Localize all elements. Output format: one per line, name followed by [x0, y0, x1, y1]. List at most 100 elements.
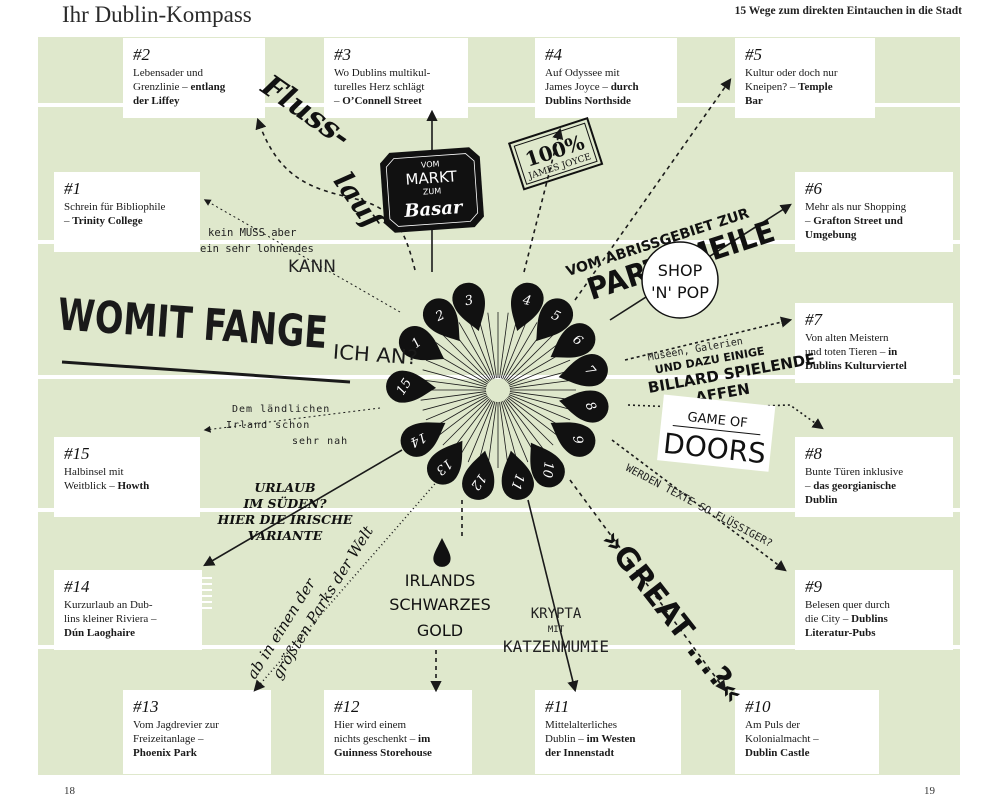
card-number: #10	[745, 697, 771, 716]
pin-label: 9	[569, 434, 585, 445]
krypta-line-1: KRYPTA	[531, 606, 582, 622]
sign-line-1: VOM	[421, 159, 440, 169]
pin-11[interactable]: 11	[495, 447, 537, 503]
ray-line	[509, 379, 576, 389]
card-number: #2	[133, 45, 150, 64]
pin-9[interactable]: 9	[542, 409, 601, 463]
ray-line	[435, 396, 489, 438]
arrow-9	[611, 439, 787, 572]
pin-10[interactable]: 10	[517, 434, 571, 493]
badge-shop-n-pop: SHOP 'N' POP	[641, 241, 719, 319]
ray-line	[506, 398, 554, 446]
ray-line	[499, 401, 509, 468]
ray-line	[420, 391, 487, 401]
card-number: #8	[805, 444, 822, 463]
krypta-line-3: KATZENMUMIE	[503, 637, 609, 656]
arrow-12	[436, 500, 463, 690]
card-number: #12	[334, 697, 360, 716]
headline-underline	[61, 360, 351, 384]
pin-15[interactable]: 15	[386, 370, 437, 404]
ray-line	[422, 392, 487, 411]
sign-line-4: Basar	[403, 197, 465, 222]
ray-line	[508, 394, 571, 421]
card-number: #4	[545, 45, 562, 64]
ray-line	[442, 334, 490, 382]
label-muss-3: KANN	[288, 257, 336, 277]
ray-line	[507, 342, 561, 384]
ray-line	[487, 401, 497, 468]
ray-line	[504, 399, 546, 453]
pin-14[interactable]: 14	[395, 409, 454, 463]
arrow-5	[574, 78, 732, 301]
ray-line	[435, 342, 489, 384]
ray-line	[509, 392, 574, 411]
label-texte: WERDEN TEXTE SO FLÜSSIGER?	[624, 461, 775, 550]
center-rays	[420, 312, 576, 468]
arrow-15	[203, 407, 381, 433]
sign-line-2: MARKT	[405, 167, 458, 189]
urlaub-line-2: IM SÜDEN?	[242, 495, 327, 511]
page-number-left: 18	[64, 785, 75, 797]
label-fluss: Fluss-	[254, 68, 357, 155]
card-text: Mehr als nur Shopping– Grafton Street un…	[805, 201, 907, 241]
ray-line	[458, 400, 493, 458]
ray-line	[420, 379, 487, 389]
card-text: Kurzurlaub an Dub-lins kleiner Riviera –…	[64, 599, 157, 639]
pin-3[interactable]: 3	[448, 279, 494, 336]
card-arrows	[203, 78, 824, 693]
ray-line	[502, 400, 529, 463]
sign-game-of-doors: GAME OF DOORS	[657, 394, 776, 472]
ray-line	[467, 317, 494, 380]
ray-line	[506, 334, 554, 382]
arrow-4	[523, 127, 564, 273]
sign-markt-basar: VOM MARKT ZUM Basar	[380, 147, 484, 233]
headline-line-1: WOMIT FANGE	[56, 289, 329, 359]
pin-1[interactable]: 1	[393, 320, 452, 373]
gold-line-2: SCHWARZES	[389, 595, 491, 614]
card-number: #14	[64, 577, 90, 596]
pin-2[interactable]: 2	[416, 292, 472, 351]
pin-13[interactable]: 13	[421, 432, 476, 491]
pin-7[interactable]: 7	[555, 351, 611, 393]
card-number: #3	[334, 45, 351, 64]
main-headline: WOMIT FANGE ICH AN?	[56, 289, 419, 369]
pin-4[interactable]: 4	[502, 279, 548, 336]
ray-line	[500, 314, 519, 379]
ray-line	[503, 322, 538, 380]
pin-12[interactable]: 12	[459, 447, 501, 503]
urlaub-line-1: URLAUB	[254, 480, 315, 495]
arrow-11	[527, 499, 579, 693]
pin-5[interactable]: 5	[524, 292, 580, 351]
laendlich-line-3: sehr nah	[292, 436, 348, 447]
ray-line	[502, 317, 529, 380]
urlaub-line-4: VARIANTE	[248, 528, 323, 543]
card-text: Schrein für Bibliophile– Trinity College	[64, 201, 166, 227]
pin-6[interactable]: 6	[542, 317, 601, 371]
krypta-line-2: MIT	[548, 625, 565, 635]
pin-8[interactable]: 8	[556, 385, 611, 425]
ray-line	[442, 398, 490, 446]
park-line-2: größten Parks der Welt	[268, 522, 377, 682]
label-muss-1: kein MUSS aber	[208, 227, 297, 239]
